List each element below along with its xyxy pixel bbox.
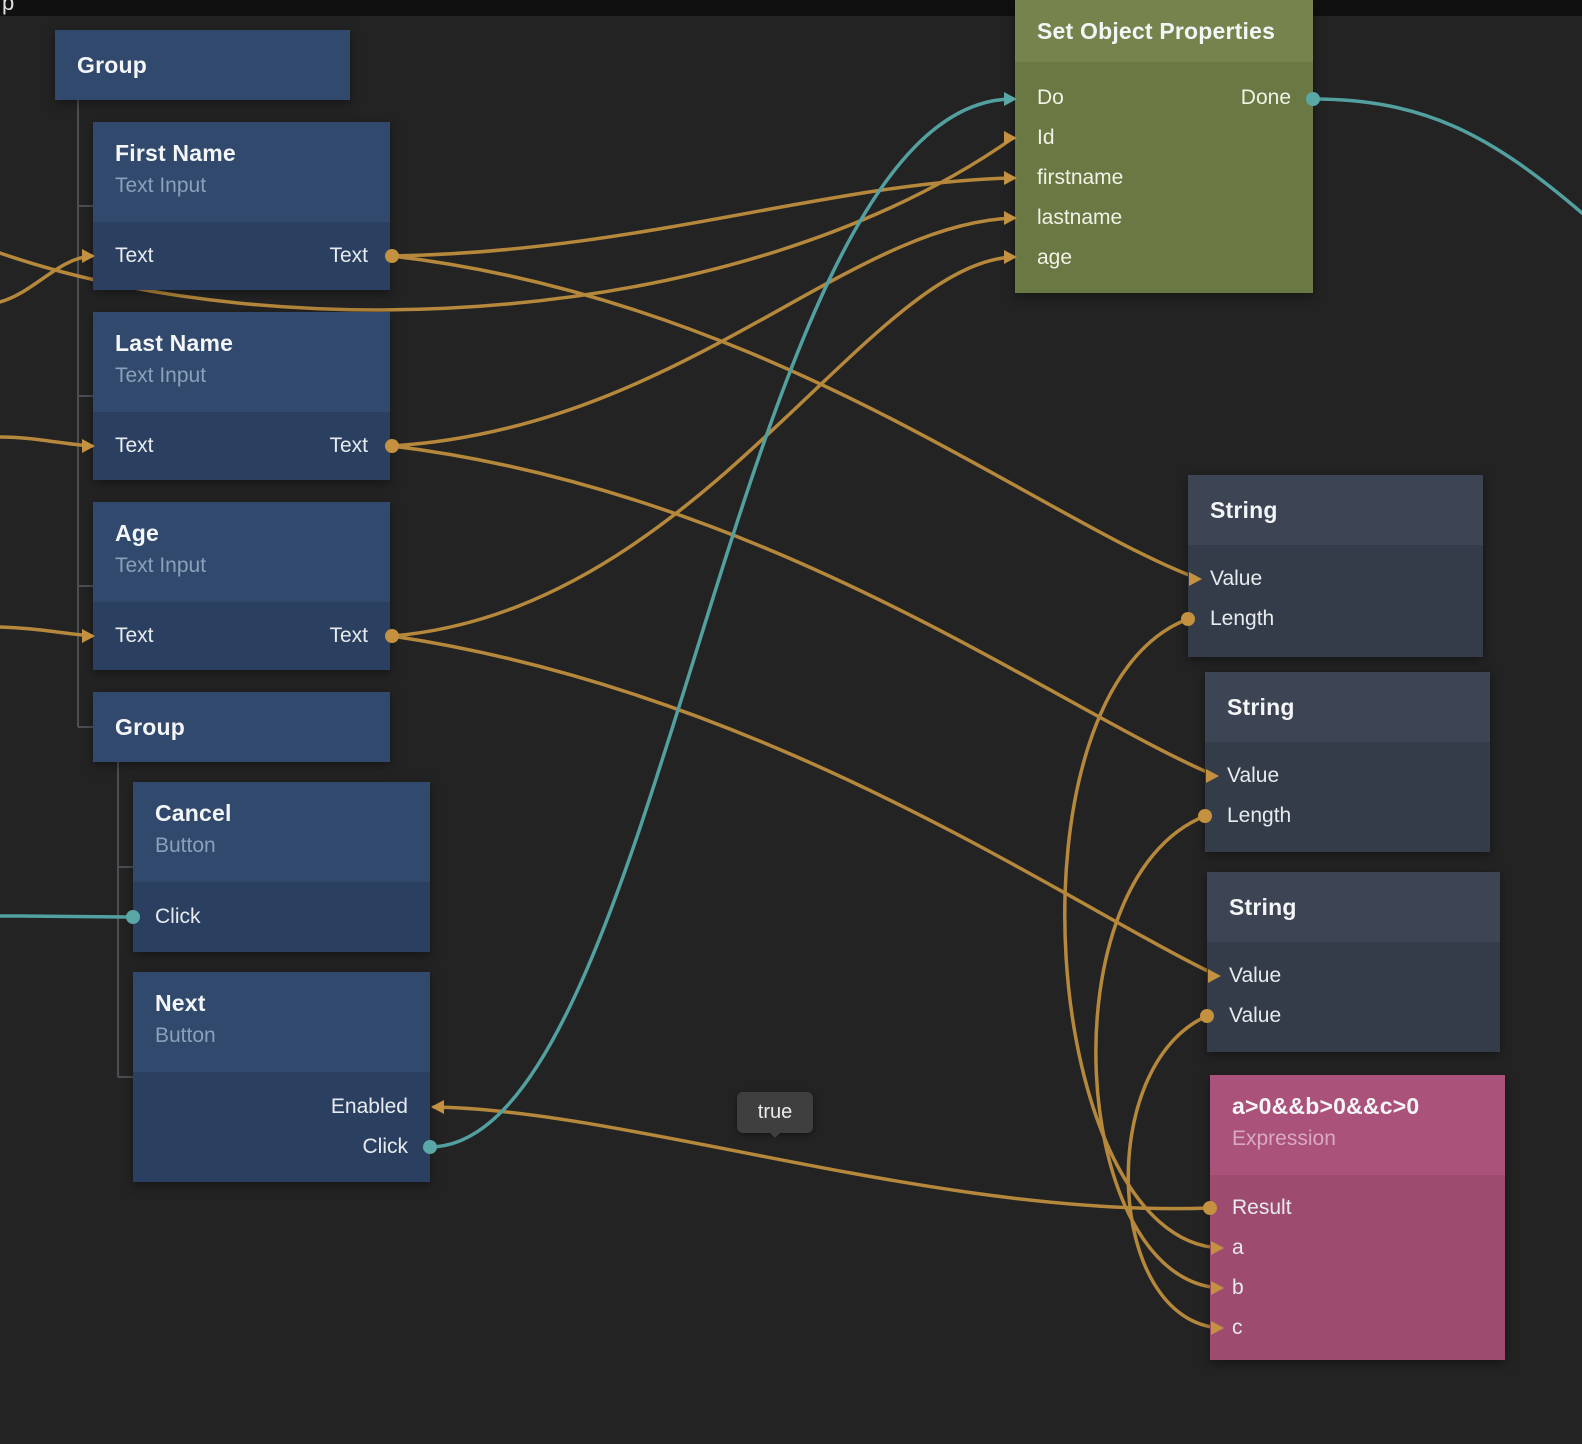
- port-enabled-input[interactable]: Enabled: [330, 1095, 408, 1118]
- node-title: First Name: [115, 140, 236, 166]
- wire-left-to-cancel-click[interactable]: [0, 914, 129, 919]
- port-click-output[interactable]: Click: [155, 905, 201, 928]
- group2-children-line: [117, 762, 133, 1078]
- port-c-input[interactable]: c: [1232, 1316, 1243, 1339]
- wire-left-to-firstname-text[interactable]: [0, 254, 94, 304]
- port-id-input[interactable]: Id: [1037, 126, 1055, 149]
- node-group-2[interactable]: Group: [93, 692, 390, 762]
- wire-done-to-right[interactable]: [1311, 97, 1582, 215]
- node-title: Next: [155, 990, 206, 1016]
- wire-string2-length-to-b[interactable]: [1094, 814, 1223, 1290]
- port-text-input[interactable]: Text: [115, 624, 154, 647]
- node-title: String: [1227, 693, 1295, 720]
- port-firstname-input[interactable]: firstname: [1037, 166, 1124, 189]
- node-string-1[interactable]: String Value Length: [1188, 475, 1483, 657]
- wire-age-to-sop[interactable]: [390, 255, 1015, 638]
- port-lastname-input[interactable]: lastname: [1037, 206, 1123, 229]
- node-title: a>0&&b>0&&c>0: [1232, 1093, 1420, 1119]
- port-text-output[interactable]: Text: [329, 434, 368, 457]
- port-done-output[interactable]: Done: [1240, 86, 1291, 109]
- wire-firstname-to-string1[interactable]: [390, 254, 1201, 581]
- wire-firstname-to-sop[interactable]: [390, 176, 1015, 258]
- node-title: Age: [115, 520, 160, 546]
- wire-lastname-to-sop[interactable]: [390, 216, 1015, 448]
- port-result-output[interactable]: Result: [1232, 1196, 1292, 1219]
- node-type-label: Button: [155, 834, 216, 857]
- node-title: Group: [77, 51, 147, 78]
- node-type-label: Expression: [1232, 1127, 1336, 1150]
- port-click-output[interactable]: Click: [362, 1135, 409, 1158]
- hierarchy-lines: [77, 100, 133, 1078]
- port-value-input[interactable]: Value: [1210, 567, 1263, 590]
- port-value-input[interactable]: Value: [1229, 964, 1282, 987]
- port-age-input[interactable]: age: [1037, 246, 1073, 269]
- wire-string1-length-to-a[interactable]: [1063, 617, 1223, 1250]
- node-title: String: [1229, 893, 1297, 920]
- port-length-output[interactable]: Length: [1227, 804, 1292, 827]
- wire-value-tooltip: true: [737, 1092, 813, 1138]
- wire-string3-value-to-c[interactable]: [1126, 1014, 1223, 1330]
- port-text-output[interactable]: Text: [329, 624, 368, 647]
- node-title: String: [1210, 496, 1278, 523]
- port-text-output[interactable]: Text: [329, 244, 368, 267]
- port-length-output[interactable]: Length: [1210, 607, 1275, 630]
- node-title: Cancel: [155, 800, 232, 826]
- node-first-name[interactable]: First Name Text Input Text Text: [93, 122, 390, 290]
- wire-value-text: true: [757, 1101, 793, 1123]
- wire-next-click-to-do[interactable]: [428, 97, 1015, 1149]
- node-type-label: Text Input: [115, 174, 207, 197]
- node-group-1[interactable]: Group: [55, 30, 350, 100]
- port-do-input[interactable]: Do: [1037, 86, 1064, 109]
- group1-children-line: [77, 100, 93, 728]
- wire-result-to-enabled[interactable]: [432, 1105, 1212, 1211]
- clipped-text-fragment: p: [2, 0, 15, 15]
- wire-lastname-to-string2[interactable]: [390, 444, 1218, 778]
- port-text-input[interactable]: Text: [115, 434, 154, 457]
- node-title: Set Object Properties: [1037, 17, 1276, 44]
- node-title: Last Name: [115, 330, 234, 356]
- port-value-output[interactable]: Value: [1229, 1004, 1282, 1027]
- node-type-label: Text Input: [115, 364, 207, 387]
- node-title: Group: [115, 713, 185, 740]
- node-cancel-button[interactable]: Cancel Button Click: [133, 782, 430, 952]
- wire-age-to-string3[interactable]: [390, 634, 1220, 978]
- node-type-label: Button: [155, 1024, 216, 1047]
- node-expression[interactable]: a>0&&b>0&&c>0 Expression Result a b c: [1210, 1075, 1505, 1360]
- port-text-input[interactable]: Text: [115, 244, 154, 267]
- port-a-input[interactable]: a: [1232, 1236, 1244, 1259]
- node-string-3[interactable]: String Value Value: [1207, 872, 1500, 1052]
- node-set-object-properties[interactable]: Set Object Properties Do Done Id firstna…: [1015, 0, 1313, 293]
- node-last-name[interactable]: Last Name Text Input Text Text: [93, 312, 390, 480]
- node-type-label: Text Input: [115, 554, 207, 577]
- node-next-button[interactable]: Next Button Enabled Click: [133, 972, 430, 1182]
- port-b-input[interactable]: b: [1232, 1276, 1244, 1299]
- port-value-input[interactable]: Value: [1227, 764, 1280, 787]
- node-string-2[interactable]: String Value Length: [1205, 672, 1490, 852]
- node-age[interactable]: Age Text Input Text Text: [93, 502, 390, 670]
